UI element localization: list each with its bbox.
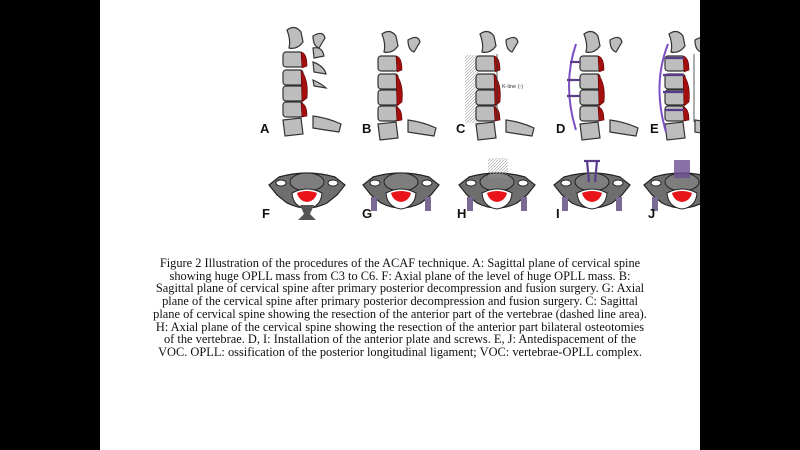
panel-label-c: C [456,121,466,136]
panel-i-axial-plate-screws: I [553,159,631,221]
panel-label-b: B [362,121,371,136]
panel-c-sagittal-resection: K-line (-) C [456,30,535,141]
panel-e-sagittal-antedisplacement: K-line (-) E [650,30,700,141]
panel-label-d: D [556,121,565,136]
panel-b-sagittal-post-decompression: B [362,30,437,141]
panel-j-axial-antedisplacement: J [643,160,700,221]
slide: A B K-line (-) C D [100,0,700,450]
panel-d-sagittal-plate-screws: D [556,30,639,141]
panel-f-axial-opll: F [262,172,346,221]
k-line-label: K-line (-) [502,84,523,90]
panel-g-axial-post-decompression: G [362,172,440,221]
panel-label-i: I [556,206,560,221]
figure-caption: Figure 2 Illustration of the procedures … [153,256,647,359]
panel-label-h: H [457,206,466,221]
panel-label-g: G [362,206,372,221]
panel-label-a: A [260,121,270,136]
panel-label-j: J [648,206,655,221]
panel-a-sagittal-opll: A [260,26,342,137]
panel-h-axial-resection: H [457,158,536,221]
figure-illustration: A B K-line (-) C D [260,26,700,221]
panel-label-e: E [650,121,659,136]
panel-label-f: F [262,206,270,221]
